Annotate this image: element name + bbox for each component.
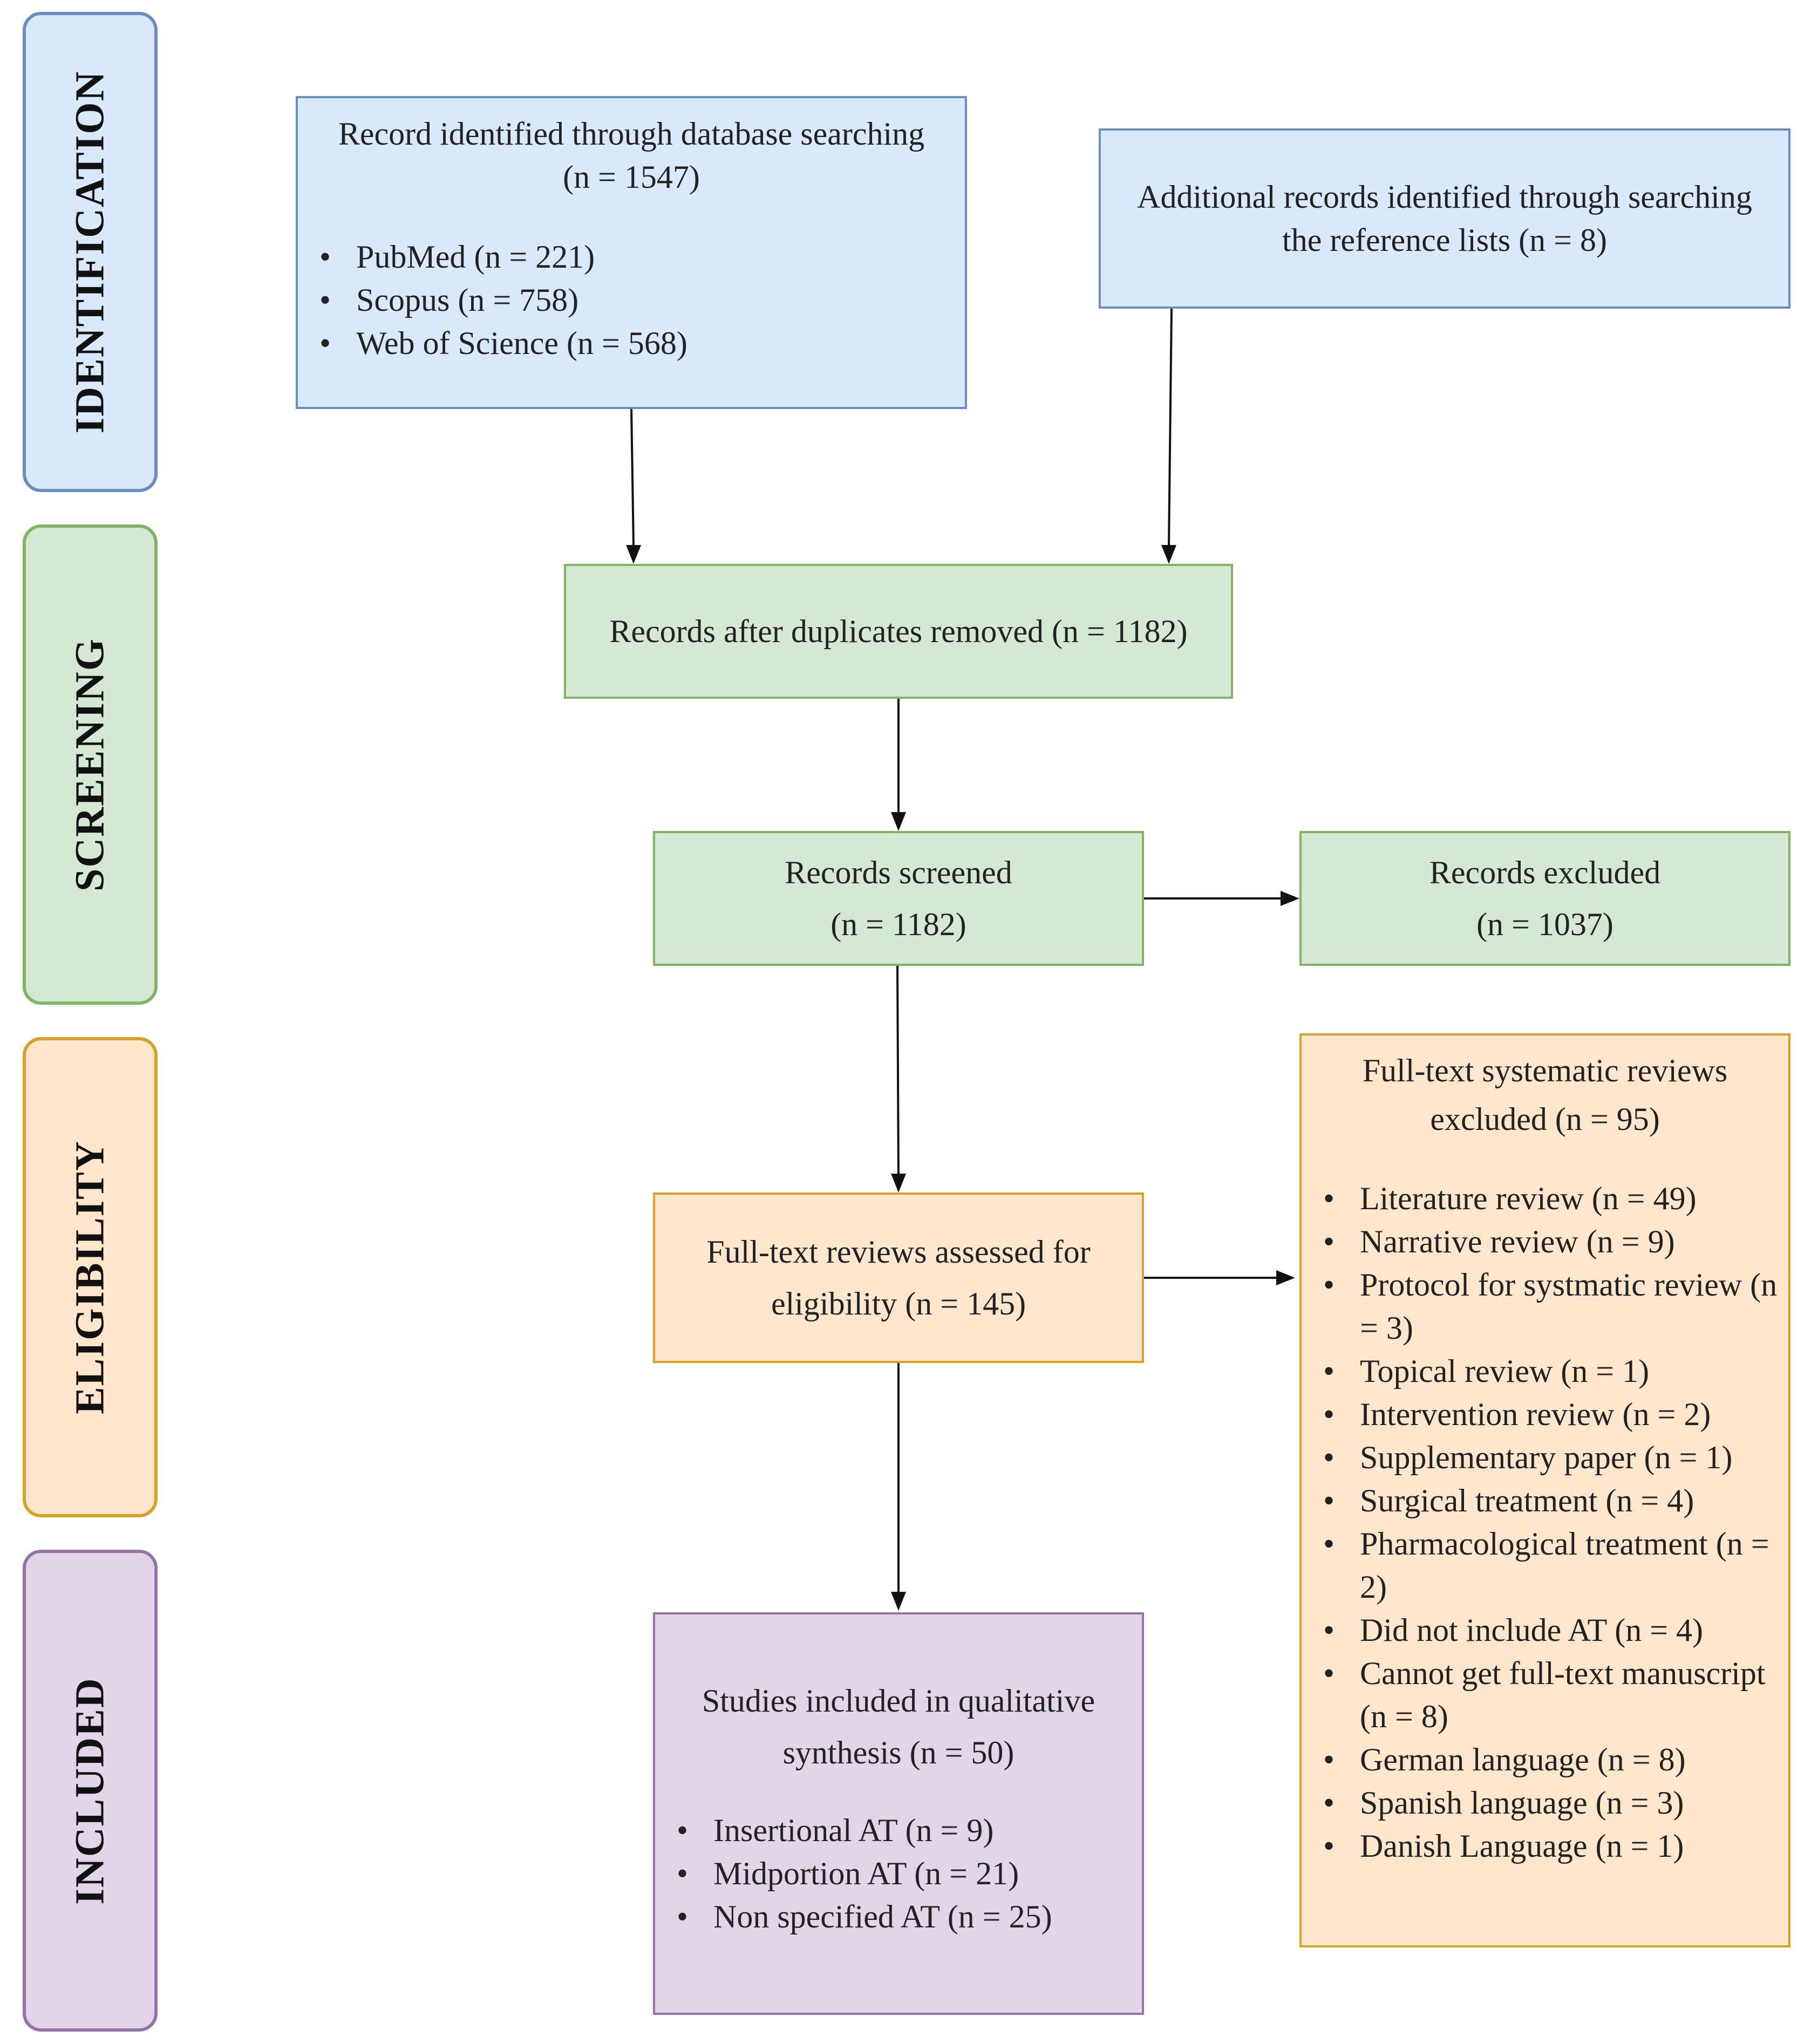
exclusion-reason: German language (n = 8) (1302, 1738, 1778, 1781)
phase-identification-label: IDENTIFICATION (67, 70, 113, 434)
database-item: PubMed (n = 221) (298, 235, 965, 278)
database-list: PubMed (n = 221) Scopus (n = 758) Web of… (298, 235, 965, 365)
fulltext-excluded-box: Full-text systematic reviews excluded (n… (1299, 1033, 1790, 1947)
fulltext-line-1: Full-text reviews assessed for (706, 1234, 1091, 1270)
included-line-2: synthesis (n = 50) (782, 1735, 1015, 1770)
arrow-screened-to-fulltext (896, 965, 900, 1181)
arrow-identified-to-duplicates (630, 408, 635, 547)
fulltext-assessed-box: Full-text reviews assessed for eligibili… (653, 1193, 1144, 1363)
phase-screening: SCREENING (23, 524, 158, 1005)
exclusion-reason: Cannot get full-text manuscript (n = 8) (1302, 1652, 1778, 1738)
arrowhead-duplicates (891, 812, 906, 831)
fulltext-excluded-line-1: Full-text systematic reviews (1362, 1053, 1728, 1088)
arrowhead-fulltext (891, 1174, 906, 1193)
included-type: Non specified AT (n = 25) (655, 1895, 1142, 1938)
excluded-title: Records excluded (1429, 855, 1661, 890)
phase-screening-label: SCREENING (67, 638, 113, 891)
phase-eligibility-label: ELIGIBILITY (67, 1140, 113, 1414)
exclusion-reason: Intervention review (n = 2) (1302, 1393, 1778, 1436)
arrowhead-identified (626, 545, 641, 564)
included-type: Insertional AT (n = 9) (655, 1809, 1142, 1852)
exclusion-reason: Topical review (n = 1) (1302, 1350, 1778, 1393)
exclusion-reason: Supplementary paper (n = 1) (1302, 1436, 1778, 1479)
phase-eligibility: ELIGIBILITY (23, 1037, 158, 1517)
database-item: Scopus (n = 758) (298, 278, 965, 322)
exclusion-reason: Surgical treatment (n = 4) (1302, 1479, 1778, 1522)
identified-records-box: Record identified through database searc… (296, 96, 967, 409)
phase-included: INCLUDED (23, 1550, 158, 2032)
arrow-additional-to-duplicates (1168, 308, 1173, 547)
exclusion-reason: Spanish language (n = 3) (1302, 1781, 1778, 1824)
duplicates-text: Records after duplicates removed (n = 11… (609, 614, 1188, 649)
phase-included-label: INCLUDED (67, 1677, 113, 1905)
duplicates-removed-box: Records after duplicates removed (n = 11… (564, 564, 1233, 699)
exclusion-reasons-list: Literature review (n = 49) Narrative rev… (1302, 1177, 1788, 1868)
included-type: Midportion AT (n = 21) (655, 1852, 1142, 1895)
phase-identification: IDENTIFICATION (23, 12, 158, 492)
excluded-count: (n = 1037) (1476, 907, 1613, 942)
exclusion-reason: Danish Language (n = 1) (1302, 1824, 1778, 1868)
database-item: Web of Science (n = 568) (298, 322, 965, 365)
exclusion-reason: Pharmacological treatment (n = 2) (1302, 1522, 1778, 1609)
exclusion-reason: Literature review (n = 49) (1302, 1177, 1778, 1220)
exclusion-reason: Narrative review (n = 9) (1302, 1220, 1778, 1263)
additional-records-box: Additional records identified through se… (1099, 128, 1790, 309)
exclusion-reason: Did not include AT (n = 4) (1302, 1609, 1778, 1652)
identified-title: Record identified through database searc… (338, 116, 925, 152)
fulltext-excluded-line-2: excluded (n = 95) (1430, 1101, 1660, 1137)
included-line-1: Studies included in qualitative (702, 1683, 1095, 1719)
studies-included-box: Studies included in qualitative synthesi… (653, 1612, 1144, 2015)
additional-line-1: Additional records identified through se… (1137, 179, 1752, 215)
records-screened-box: Records screened (n = 1182) (653, 831, 1144, 966)
arrowhead-excluded (1281, 891, 1299, 906)
records-excluded-box: Records excluded (n = 1037) (1299, 831, 1790, 966)
fulltext-line-2: eligibility (n = 145) (771, 1286, 1026, 1321)
identified-count: (n = 1547) (563, 159, 700, 195)
exclusion-reason: Protocol for systmatic review (n = 3) (1302, 1263, 1778, 1350)
included-types-list: Insertional AT (n = 9) Midportion AT (n … (655, 1809, 1142, 1938)
screened-count: (n = 1182) (830, 907, 966, 942)
arrowhead-fulltext-excluded (1276, 1270, 1295, 1285)
arrowhead-additional (1161, 545, 1176, 564)
arrowhead-included (891, 1592, 906, 1611)
screened-title: Records screened (785, 855, 1012, 890)
additional-line-2: the reference lists (n = 8) (1282, 222, 1607, 258)
